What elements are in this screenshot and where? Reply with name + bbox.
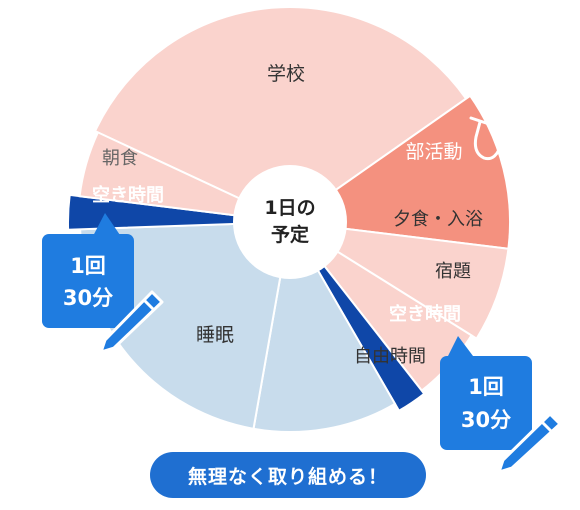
segment-free-slot-evening <box>289 221 426 413</box>
center-label-line2: 予定 <box>271 223 309 246</box>
segment-breakfast <box>78 131 291 223</box>
callout-left-line1: 1回 <box>70 254 106 278</box>
center-circle <box>233 165 347 279</box>
segment-school <box>93 5 468 224</box>
segment-dinner-bath <box>289 221 510 340</box>
callout-right-line1: 1回 <box>468 375 504 399</box>
callout-morning-slot: 1回 30分 <box>42 213 164 354</box>
pencil-icon <box>497 412 562 474</box>
callout-left-line2: 30分 <box>63 286 113 310</box>
label-sleep: 睡眠 <box>196 324 234 346</box>
label-dinner-bath: 夕食・入浴 <box>393 209 483 230</box>
label-free-slot-morning: 空き時間 <box>92 184 164 206</box>
label-free-slot-evening: 空き時間 <box>389 303 461 325</box>
pencil-icon <box>99 290 164 354</box>
center-label-line1: 1日の <box>264 197 315 219</box>
callout-right-line2: 30分 <box>461 408 511 432</box>
footer-pill: 無理なく取り組める！ <box>150 452 426 498</box>
callout-evening-slot: 1回 30分 <box>440 336 562 474</box>
label-free-time: 自由時間 <box>354 346 426 367</box>
label-club-activity: 部活動 <box>405 141 462 163</box>
footer-text: 無理なく取り組める！ <box>187 465 388 488</box>
label-homework: 宿題 <box>435 261 471 282</box>
label-breakfast: 朝食 <box>102 148 138 169</box>
label-school: 学校 <box>267 63 305 85</box>
saxophone-icon <box>469 84 543 161</box>
